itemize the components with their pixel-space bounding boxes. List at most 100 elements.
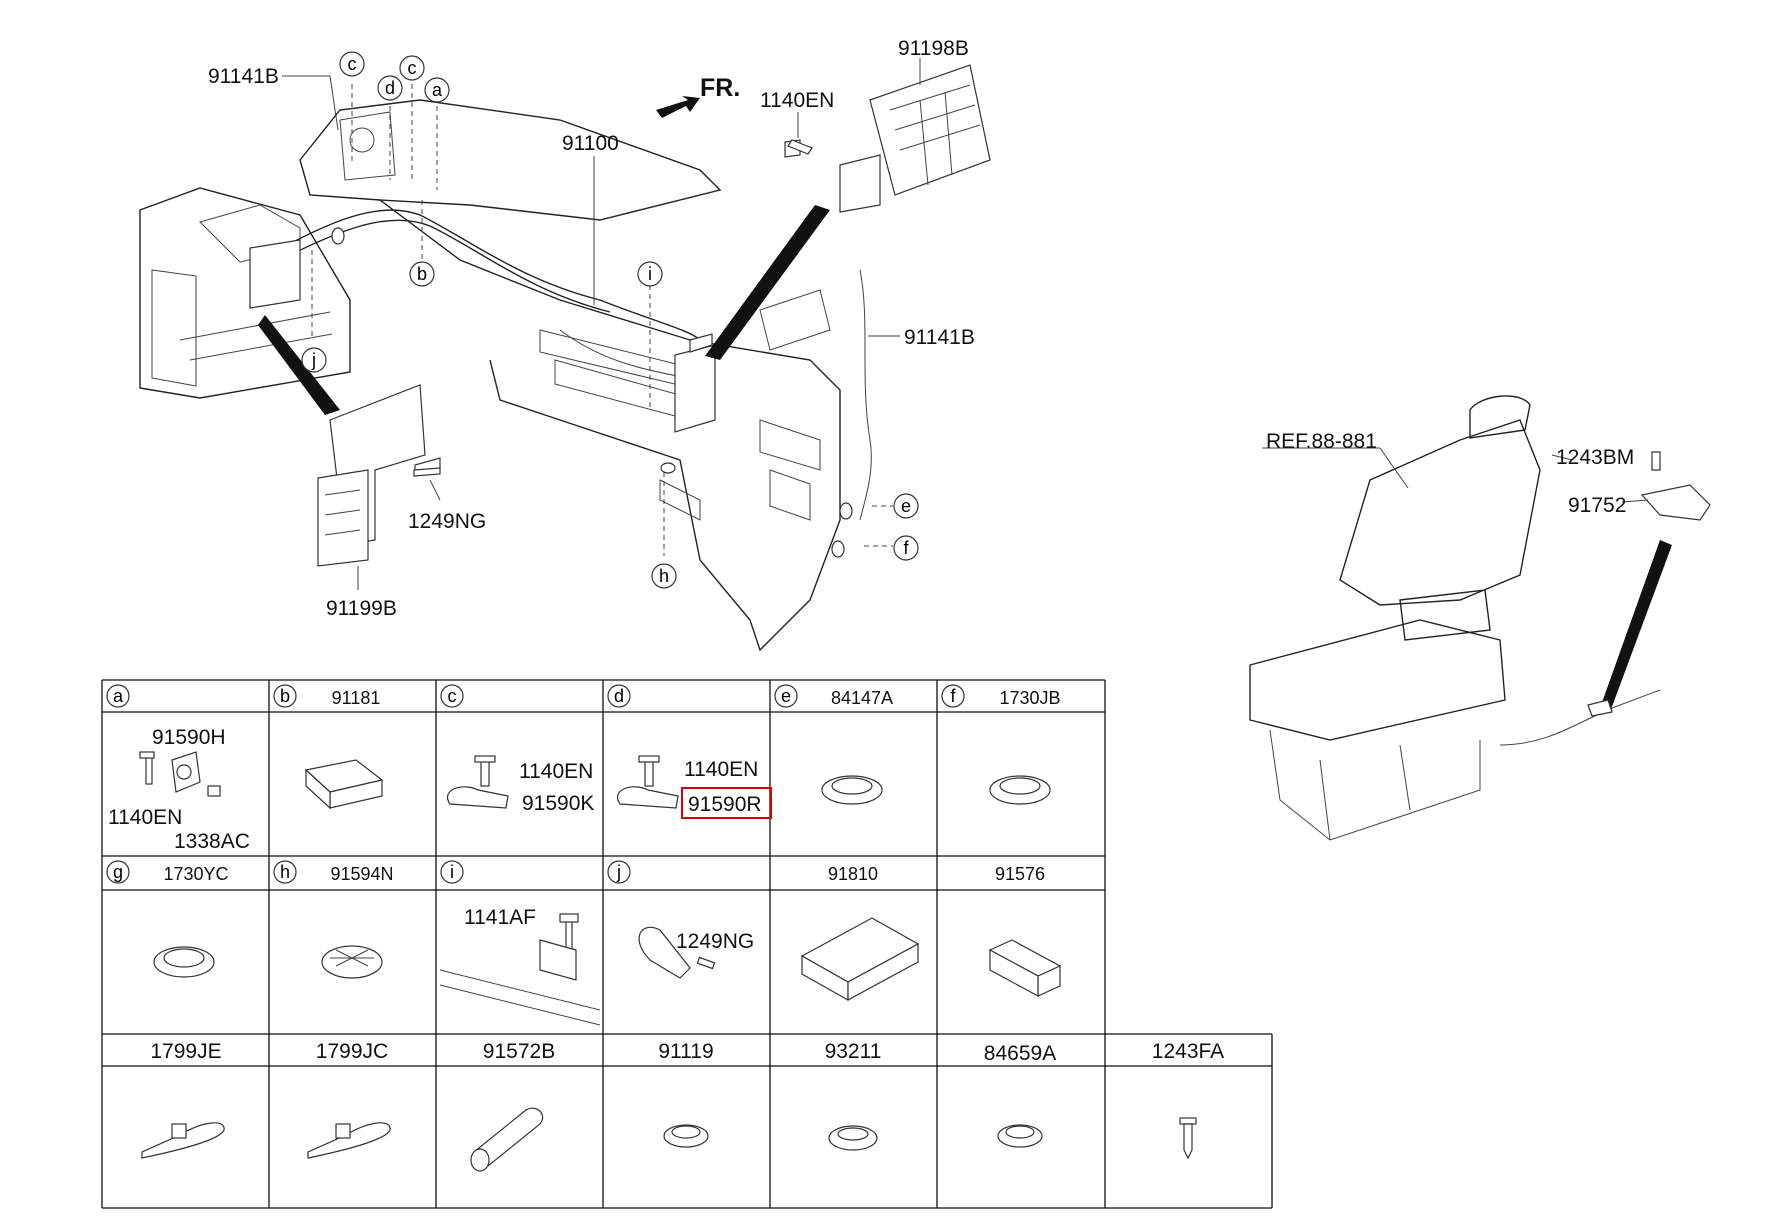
circle-letter-i: i [637, 261, 663, 287]
circle-letter-j: j [301, 347, 327, 373]
svg-text:f: f [903, 538, 909, 558]
cell-b-part [304, 759, 384, 810]
circle-letter-a: a [424, 77, 450, 103]
svg-text:a: a [432, 80, 443, 100]
callout-1249NG: 1249NG [408, 510, 486, 533]
circle-letter-e: e [893, 493, 919, 519]
svg-text:d: d [614, 686, 624, 706]
callout-1243BM: 1243BM [1556, 446, 1634, 469]
header-cell-j: j [607, 860, 631, 884]
svg-text:1730YC: 1730YC [163, 864, 228, 884]
svg-text:d: d [385, 78, 395, 98]
label-c-1140EN: 1140EN [519, 760, 593, 783]
header-cell-h: h 91594N [273, 860, 394, 884]
header-cell-91572B: 91572B [483, 1040, 555, 1063]
label-91590R: 91590R [688, 793, 762, 816]
circle-letter-f: f [893, 535, 919, 561]
header-cell-84659A: 84659A [984, 1042, 1056, 1065]
header-cell-d: d [607, 684, 631, 708]
header-cell-1799JC: 1799JC [316, 1040, 388, 1063]
cell-e-part [821, 775, 883, 805]
cell-91572B-part [470, 1107, 544, 1172]
cell-91119-part [663, 1124, 709, 1148]
dashboard-illustration [139, 58, 1711, 841]
cell-a-parts: 91590H 1140EN 1338AC [108, 726, 250, 853]
header-cell-93211: 93211 [825, 1040, 882, 1063]
callout-91199B: 91199B [326, 597, 397, 620]
header-cell-b: b 91181 [273, 684, 381, 708]
label-j-1249NG: 1249NG [676, 930, 754, 953]
cell-i-parts: 1141AF [439, 906, 601, 1026]
cell-1243FA-part [1179, 1117, 1197, 1160]
label-91590K: 91590K [522, 792, 594, 815]
svg-text:c: c [408, 58, 417, 78]
svg-text:e: e [781, 686, 791, 706]
front-direction-label: FR. [700, 74, 740, 102]
svg-text:91181: 91181 [332, 688, 381, 708]
svg-text:e: e [901, 496, 911, 516]
svg-text:h: h [659, 566, 669, 586]
callout-91141B-top: 91141B [208, 65, 279, 88]
highlight-box-91590R [681, 787, 772, 819]
callout-91198B: 91198B [898, 37, 969, 60]
parts-table-grid [101, 679, 1273, 1209]
header-cell-i: i [440, 860, 464, 884]
circle-letter-c1: c [339, 51, 365, 77]
cell-g-part [153, 946, 215, 978]
label-91590H: 91590H [152, 726, 226, 749]
header-cell-91810: 91810 [828, 864, 878, 884]
cell-c-parts: 1140EN 91590K [447, 755, 594, 815]
cell-f-part [989, 775, 1051, 805]
svg-text:j: j [616, 862, 621, 882]
label-d-1140EN: 1140EN [684, 758, 758, 781]
callout-ref-88-881: REF.88-881 [1266, 430, 1377, 453]
circle-letter-h: h [651, 563, 677, 589]
cell-91576-part [988, 939, 1062, 998]
cell-84659A-part [997, 1124, 1043, 1148]
svg-text:g: g [113, 862, 123, 882]
label-1338AC: 1338AC [174, 830, 250, 853]
circle-letter-b: b [409, 261, 435, 287]
svg-text:i: i [648, 264, 652, 284]
svg-text:1730JB: 1730JB [999, 688, 1060, 708]
callout-91100: 91100 [562, 132, 619, 155]
cell-1799JC-part [307, 1122, 391, 1159]
header-cell-1243FA: 1243FA [1152, 1040, 1224, 1063]
svg-text:b: b [417, 264, 427, 284]
circle-letter-c2: c [399, 55, 425, 81]
svg-text:h: h [280, 862, 290, 882]
label-a-1140EN: 1140EN [108, 806, 182, 829]
header-cell-f: f 1730JB [941, 684, 1061, 708]
callout-labels: FR. 91141B 91198B 1140EN 91100 91141B 12… [208, 37, 1634, 620]
cell-j-parts: 1249NG [638, 926, 754, 979]
svg-text:a: a [113, 686, 124, 706]
table-row-2-headers: g 1730YC h 91594N i j 91810 91576 [106, 860, 1045, 884]
header-cell-g: g 1730YC [106, 860, 229, 884]
table-row-3-headers: 1799JE 1799JC 91572B 91119 93211 84659A … [150, 1040, 1224, 1065]
cell-93211-part [828, 1125, 878, 1151]
svg-text:b: b [280, 686, 290, 706]
svg-text:i: i [450, 862, 454, 882]
header-cell-a: a [106, 684, 130, 708]
svg-text:91594N: 91594N [330, 864, 393, 884]
cell-h-part [321, 945, 383, 979]
cell-d-parts: 1140EN 91590R [617, 755, 772, 819]
header-cell-c: c [440, 684, 464, 708]
svg-text:j: j [311, 350, 316, 370]
circle-letter-d: d [377, 75, 403, 101]
cell-1799JE-part [141, 1122, 225, 1159]
header-cell-91576: 91576 [995, 864, 1045, 884]
header-cell-91119: 91119 [658, 1040, 713, 1063]
svg-text:c: c [448, 686, 457, 706]
svg-text:c: c [348, 54, 357, 74]
label-1141AF: 1141AF [464, 906, 536, 929]
svg-text:f: f [950, 686, 956, 706]
cell-91810-part [800, 917, 920, 1002]
callout-91141B-right: 91141B [904, 326, 975, 349]
callout-circles: c c d a b i j e f h [301, 51, 919, 589]
callout-91752: 91752 [1568, 494, 1626, 517]
